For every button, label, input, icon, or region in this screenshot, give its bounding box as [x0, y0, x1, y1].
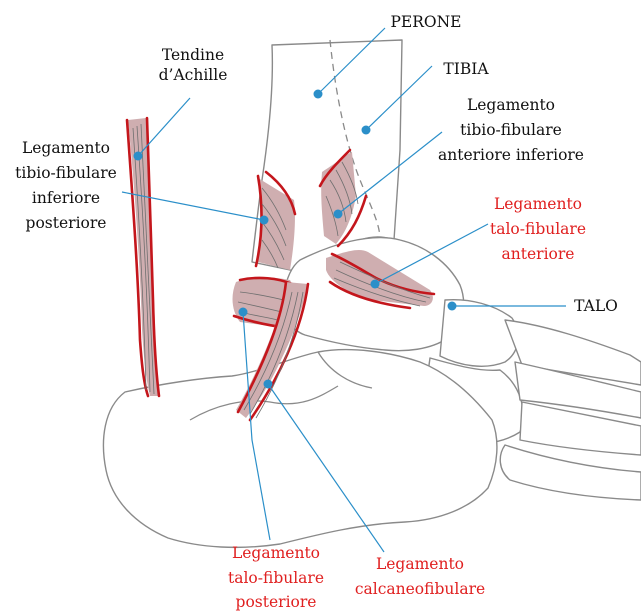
label-tibio-posteriore-4: posteriore: [26, 214, 107, 232]
label-talo-anteriore-1: Legamento: [494, 195, 582, 213]
dot-calcaneo: [264, 380, 273, 389]
dot-talo-anteriore: [371, 280, 380, 289]
label-talo-posteriore-3: posteriore: [236, 593, 317, 611]
label-tibio-posteriore-3: inferiore: [32, 189, 100, 207]
label-tibio-anteriore-3: anteriore inferiore: [438, 146, 584, 164]
label-achille-1: Tendine: [162, 46, 224, 64]
label-talo-anteriore-2: talo-fibulare: [490, 220, 586, 238]
dot-achille: [134, 152, 143, 161]
label-tibio-posteriore-2: tibio-fibulare: [15, 164, 117, 182]
dot-talo-posteriore: [239, 308, 248, 317]
label-tibio-posteriore-1: Legamento: [22, 139, 110, 157]
dot-talo: [448, 302, 457, 311]
label-calcaneo-1: Legamento: [376, 555, 464, 573]
dot-tibia: [362, 126, 371, 135]
achilles-tendon: [127, 118, 159, 396]
label-talo-posteriore-2: talo-fibulare: [228, 569, 324, 587]
label-achille-2: d’Achille: [159, 66, 228, 84]
label-talo-anteriore-3: anteriore: [502, 245, 575, 263]
label-talo: TALO: [574, 297, 618, 315]
calcagno-bone: [103, 350, 496, 548]
label-tibio-anteriore-1: Legamento: [467, 96, 555, 114]
label-tibia: TIBIA: [443, 60, 489, 78]
label-tibio-anteriore-2: tibio-fibulare: [460, 121, 562, 139]
dot-tibio-anteriore: [334, 210, 343, 219]
dot-tibio-posteriore: [260, 216, 269, 225]
label-calcaneo-2: calcaneofibulare: [355, 580, 485, 598]
label-talo-posteriore-1: Legamento: [232, 544, 320, 562]
dot-perone: [314, 90, 323, 99]
label-perone: PERONE: [391, 13, 462, 31]
